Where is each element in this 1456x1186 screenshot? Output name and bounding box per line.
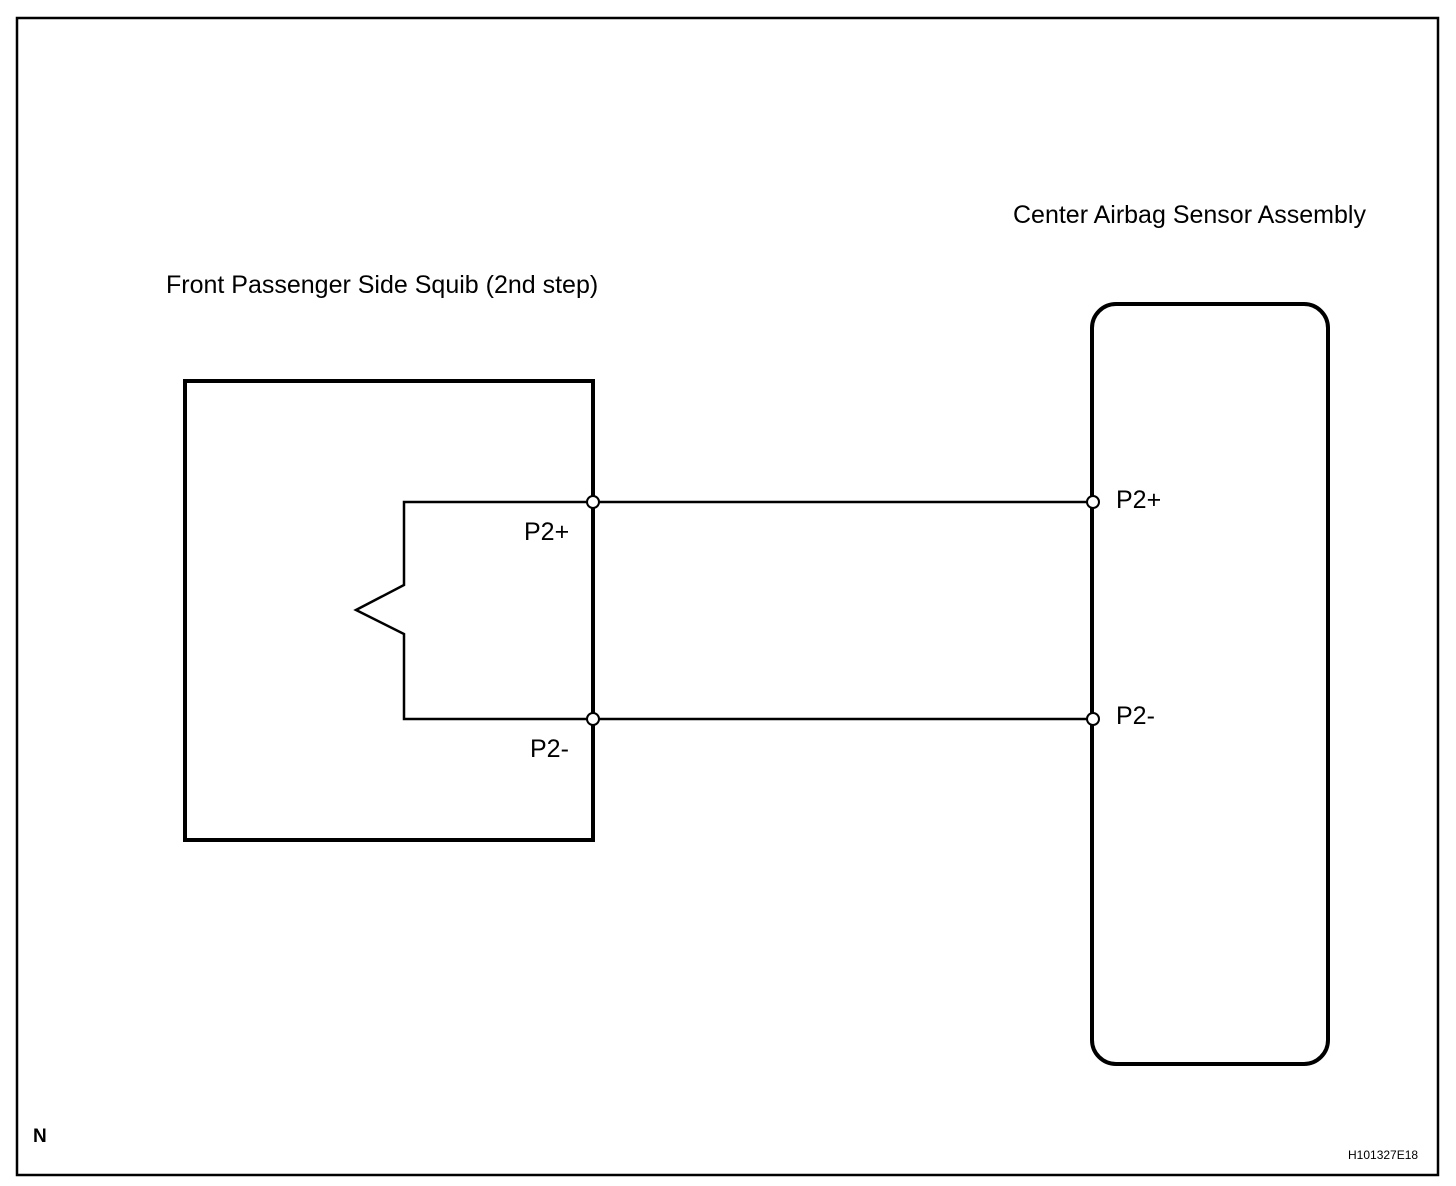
sensor-assembly-box bbox=[1090, 302, 1330, 1066]
squib-element bbox=[353, 500, 593, 721]
sensor-pin-label-p2-plus: P2+ bbox=[1116, 486, 1161, 514]
sensor-assembly-title: Center Airbag Sensor Assembly bbox=[1013, 201, 1366, 229]
squib-pin-label-p2-plus: P2+ bbox=[524, 518, 569, 546]
sensor-pin-label-p2-minus: P2- bbox=[1116, 702, 1155, 730]
squib-component-box bbox=[183, 379, 595, 842]
squib-pin-label-p2-minus: P2- bbox=[530, 735, 569, 763]
squib-terminal-p2-plus bbox=[586, 495, 600, 509]
sensor-terminal-p2-plus bbox=[1086, 495, 1100, 509]
squib-title: Front Passenger Side Squib (2nd step) bbox=[166, 271, 598, 299]
sensor-terminal-p2-minus bbox=[1086, 712, 1100, 726]
diagram-frame bbox=[15, 16, 1440, 1177]
figure-code: H101327E18 bbox=[1348, 1148, 1418, 1162]
corner-mark: N bbox=[33, 1126, 47, 1147]
squib-terminal-p2-minus bbox=[586, 712, 600, 726]
